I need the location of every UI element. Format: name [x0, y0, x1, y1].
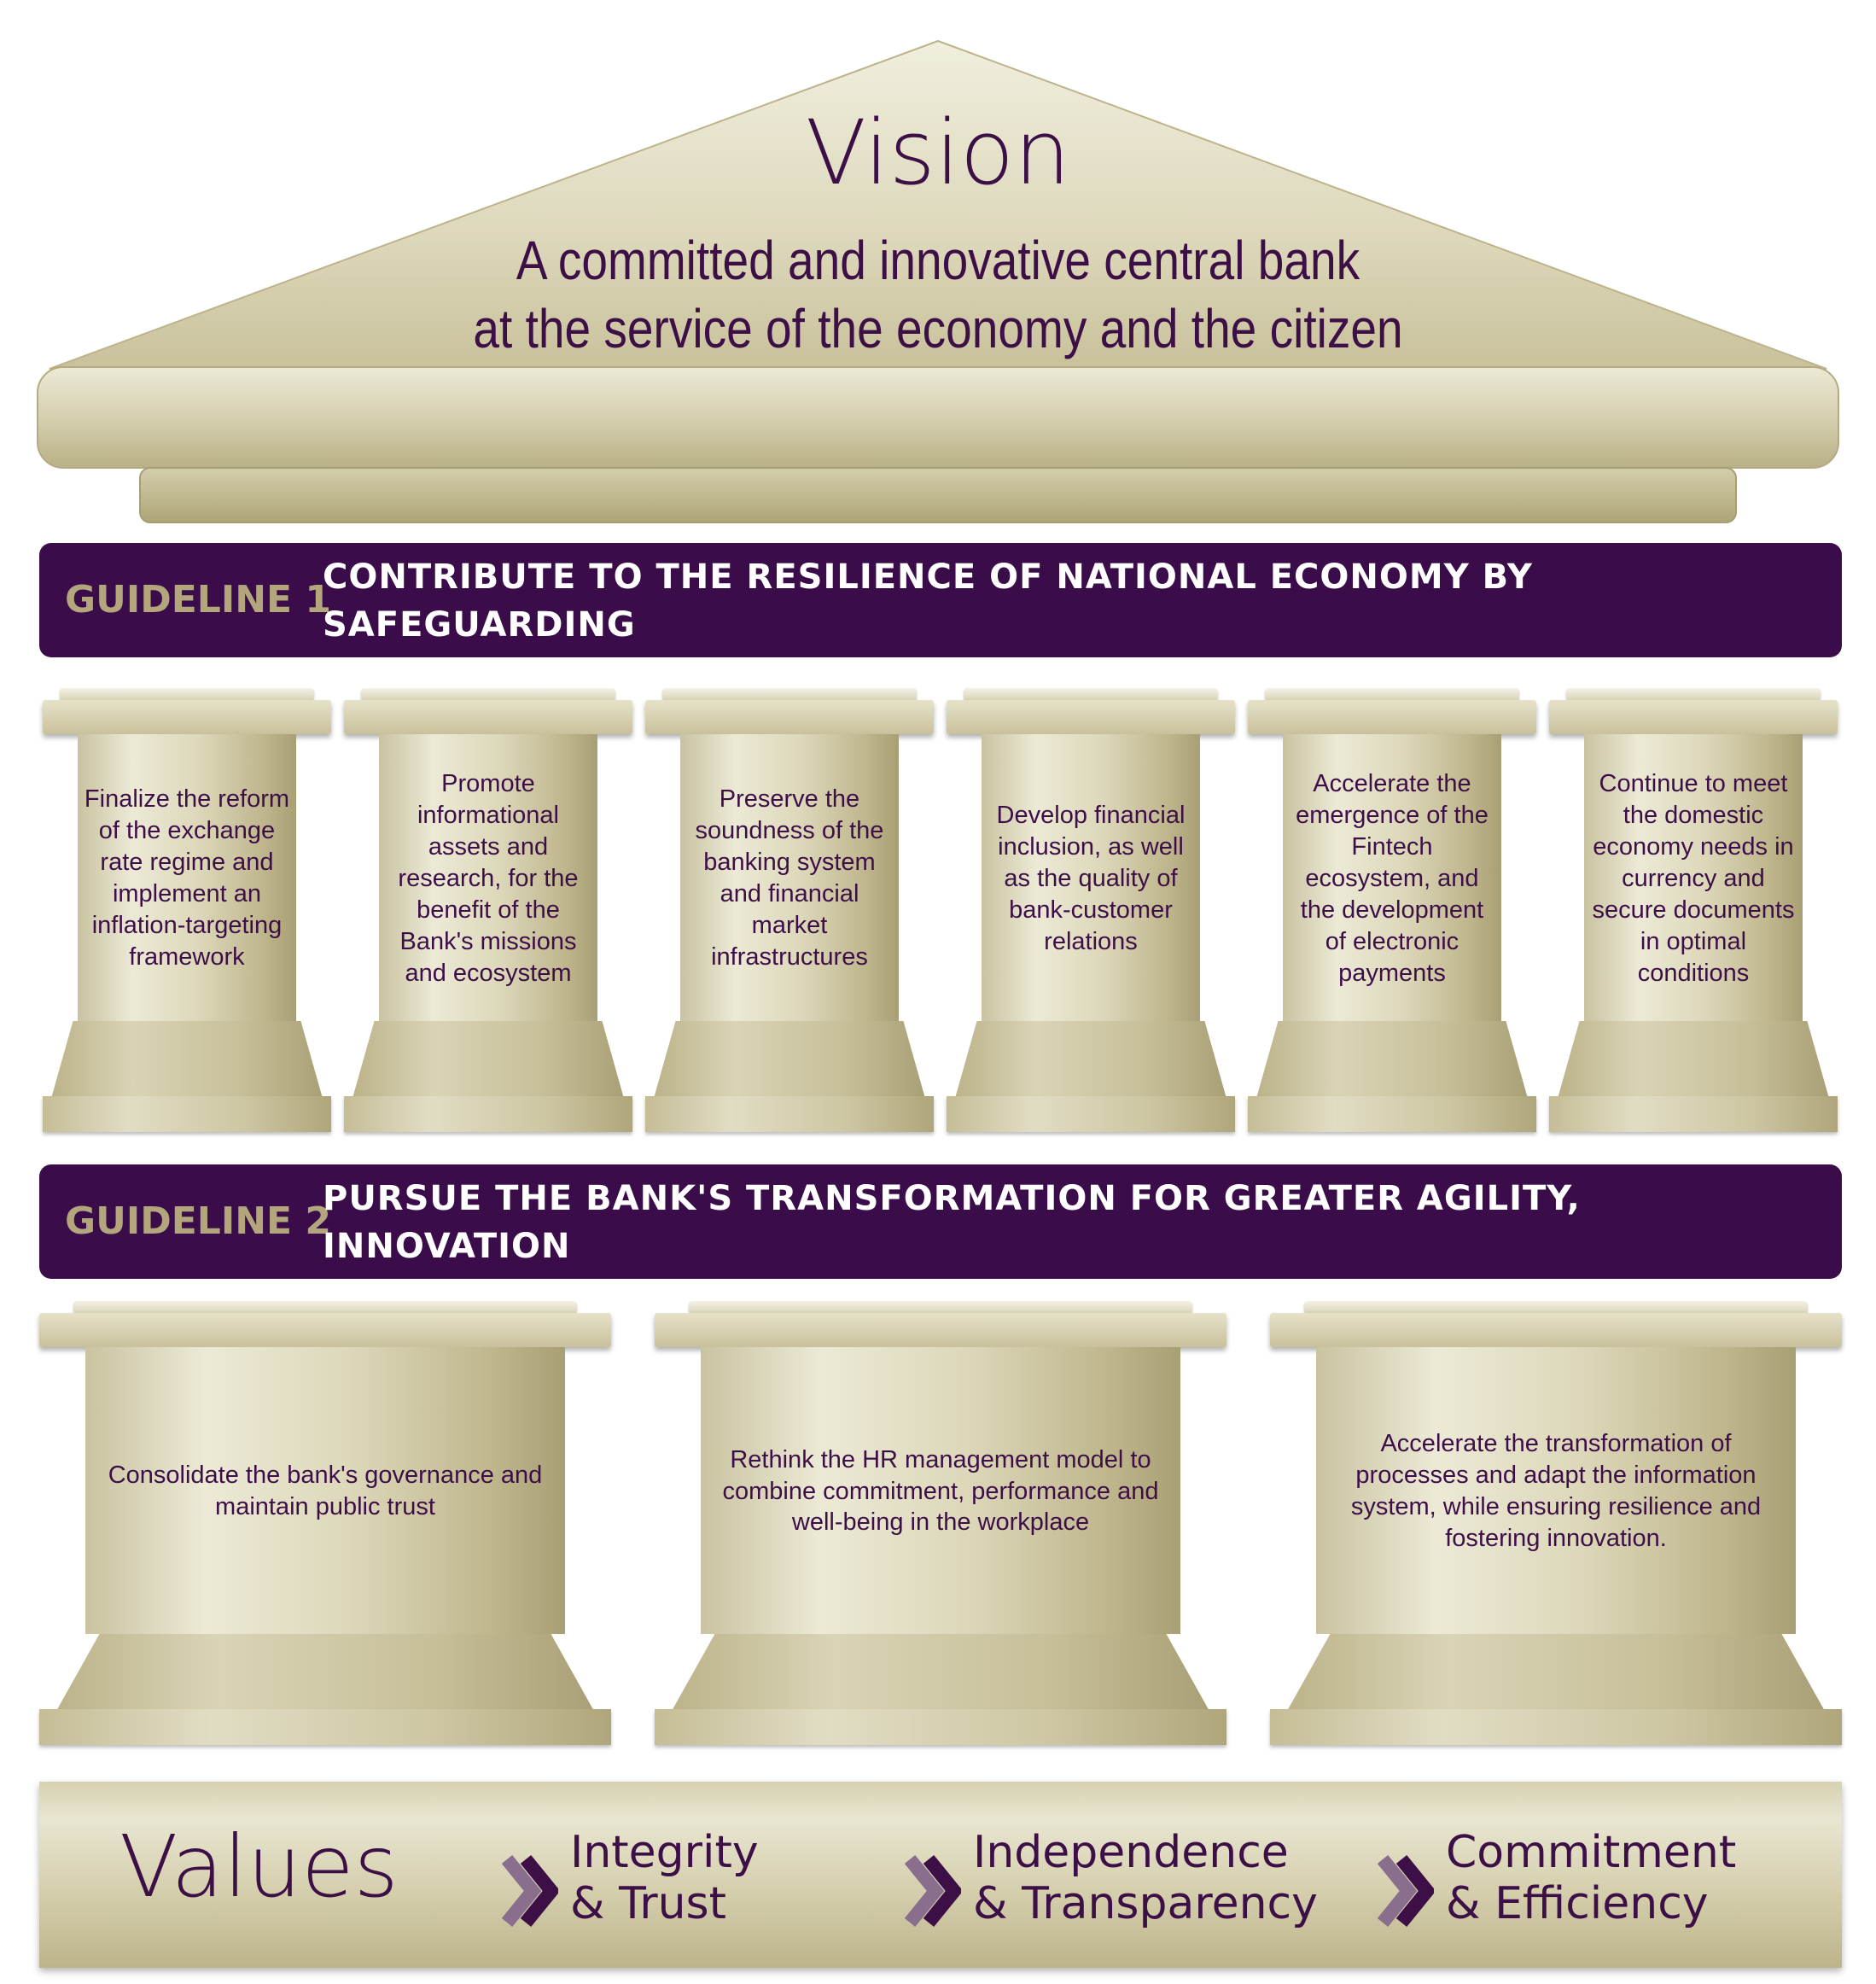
- vision-statement-line1: A committed and innovative central bank: [516, 230, 1360, 291]
- vision-statement-line2: at the service of the economy and the ci…: [473, 298, 1403, 359]
- pillar: Consolidate the bank's governance and ma…: [39, 1301, 611, 1745]
- pillar-capital-top: [964, 688, 1218, 700]
- guideline-1-text: CONTRIBUTE TO THE RESILIENCE OF NATIONAL…: [323, 553, 1808, 697]
- pillar-capital: [39, 1313, 611, 1347]
- pillar-text: Accelerate the emergence of the Fintech …: [1296, 769, 1489, 987]
- guideline-2-text: PURSUE THE BANK'S TRANSFORMATION FOR GRE…: [323, 1175, 1808, 1318]
- value-line1: Integrity: [570, 1827, 759, 1878]
- pillar-base-lower: [1270, 1709, 1842, 1745]
- pillar-capital-top: [73, 1301, 577, 1313]
- pillar-capital-top: [662, 688, 917, 700]
- pillar: Accelerate the emergence of the Fintech …: [1248, 688, 1536, 1132]
- pillar-base-upper: [56, 1634, 594, 1711]
- chevron-right-icon: [502, 1854, 558, 1928]
- pillar-shaft: [1315, 1347, 1797, 1634]
- pillar-text: Finalize the reform of the exchange rate…: [84, 785, 290, 971]
- pillar-text: Continue to meet the domestic economy ne…: [1592, 769, 1795, 987]
- guideline-1-text-line2: MONETARY AND FINANCIAL STABILITY: [323, 653, 1079, 692]
- guideline-1-text-line1: CONTRIBUTE TO THE RESILIENCE OF NATIONAL…: [323, 557, 1533, 645]
- pillar-capital-top: [1265, 688, 1519, 700]
- pillar-base-upper: [1558, 1021, 1829, 1098]
- guideline-1-label: GUIDELINE 1 :: [64, 578, 332, 736]
- value-text: Integrity & Trust: [570, 1827, 759, 1929]
- pillar-capital-top: [361, 688, 615, 700]
- guideline-1-bar: GUIDELINE 1 : CONTRIBUTE TO THE RESILIEN…: [39, 543, 1842, 736]
- guideline-2-text-line1: PURSUE THE BANK'S TRANSFORMATION FOR GRE…: [323, 1179, 1581, 1266]
- pillar-base-upper: [654, 1021, 925, 1098]
- chevron-right-icon: [1378, 1854, 1434, 1928]
- pillar-capital: [947, 700, 1235, 734]
- value-line2: & Efficiency: [1446, 1878, 1709, 1929]
- pillar-capital: [655, 1313, 1226, 1347]
- pillar-text: Consolidate the bank's governance and ma…: [108, 1462, 543, 1520]
- pillar: Preserve the soundness of the banking sy…: [645, 688, 934, 1132]
- pillar-capital: [43, 700, 331, 734]
- guideline-2-bar: GUIDELINE 2 : PURSUE THE BANK'S TRANSFOR…: [39, 1164, 1842, 1357]
- pillar-text: Rethink the HR management model to combi…: [722, 1445, 1159, 1537]
- roof-pediment: [37, 39, 1839, 523]
- pillar: Finalize the reform of the exchange rate…: [43, 688, 331, 1132]
- pillar-shaft: [700, 1347, 1181, 1634]
- value-text: Independence & Transparency: [973, 1827, 1318, 1929]
- pillar-base-lower: [655, 1709, 1226, 1745]
- value-line2: & Transparency: [973, 1878, 1318, 1929]
- pillar-base-upper: [51, 1021, 323, 1098]
- pillar-base-lower: [645, 1096, 934, 1132]
- pillar-base-upper: [955, 1021, 1226, 1098]
- pillar-base-upper: [672, 1634, 1209, 1711]
- chevron-right-icon: [905, 1854, 961, 1928]
- value-line1: Independence: [973, 1827, 1289, 1878]
- value-line1: Commitment: [1446, 1827, 1737, 1878]
- pillar-capital: [344, 700, 632, 734]
- pillar-shaft: [84, 1347, 566, 1634]
- pillar-capital: [1270, 1313, 1842, 1347]
- pillar-text: Develop financial inclusion, as well as …: [996, 801, 1186, 955]
- pillar-shaft: [378, 734, 598, 1021]
- pillar-capital-top: [60, 688, 314, 700]
- values-title: Values: [119, 1817, 399, 1917]
- pillar: Accelerate the transformation of process…: [1270, 1301, 1842, 1745]
- pillar-base-lower: [39, 1709, 611, 1745]
- pillar-base-lower: [1549, 1096, 1838, 1132]
- vision-statement: A committed and innovative central bank …: [352, 226, 1524, 363]
- pillar-base-upper: [1256, 1021, 1528, 1098]
- pillar: Continue to meet the domestic economy ne…: [1549, 688, 1838, 1132]
- pillar-shaft: [981, 734, 1201, 1021]
- pillar-base-upper: [1287, 1634, 1825, 1711]
- vision-title: Vision: [805, 101, 1071, 205]
- pillar-base-upper: [352, 1021, 624, 1098]
- pillar-shaft: [1583, 734, 1803, 1021]
- value-text: Commitment & Efficiency: [1446, 1827, 1736, 1929]
- pillar: Develop financial inclusion, as well as …: [947, 688, 1235, 1132]
- pillar-capital-top: [1566, 688, 1821, 700]
- pillar-capital: [1549, 700, 1838, 734]
- pillar-text: Promote informational assets and researc…: [398, 769, 579, 987]
- pillar-text: Accelerate the transformation of process…: [1350, 1430, 1762, 1552]
- pillar-capital: [645, 700, 934, 734]
- pillar: Promote informational assets and researc…: [344, 688, 632, 1132]
- pillar-base-lower: [43, 1096, 331, 1132]
- guideline-2-label: GUIDELINE 2 :: [64, 1199, 332, 1357]
- pillar-capital-top: [689, 1301, 1192, 1313]
- pillar-shaft: [77, 734, 297, 1021]
- pillar-shaft: [679, 734, 900, 1021]
- pillar-base-lower: [1248, 1096, 1536, 1132]
- pillar-text: Preserve the soundness of the banking sy…: [695, 785, 884, 971]
- pillar-capital-top: [1304, 1301, 1808, 1313]
- pillar-base-lower: [344, 1096, 632, 1132]
- pillar-shaft: [1282, 734, 1502, 1021]
- pillar-base-lower: [947, 1096, 1235, 1132]
- pillar: Rethink the HR management model to combi…: [655, 1301, 1226, 1745]
- value-line2: & Trust: [570, 1878, 727, 1929]
- pillar-capital: [1248, 700, 1536, 734]
